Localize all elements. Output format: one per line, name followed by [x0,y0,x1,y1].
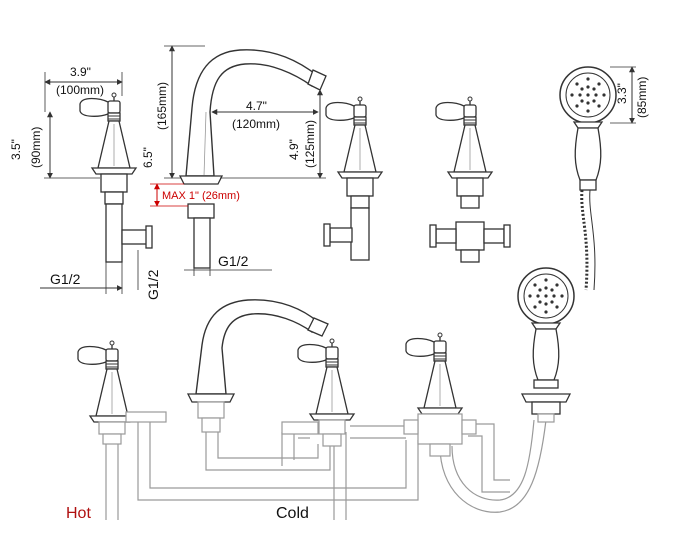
spout-reach-mm: (120mm) [232,117,280,131]
cold-valve-bottom [281,338,355,447]
outlet-height-in: 4.9" [287,139,301,160]
hot-valve-top [79,92,153,263]
spout-thread-label: G1/2 [218,253,249,269]
hot-label: Hot [66,505,91,522]
spout-reach-in: 4.7" [246,99,267,113]
vertical-thread-label: G1/2 [145,269,161,300]
cold-valve-top [323,96,383,261]
shower-nozzles-bottom [528,278,564,314]
spout-top [178,49,327,269]
outlet-height-mm: (125mm) [303,120,317,168]
hand-shower-top [559,66,617,291]
shower-head-mm: (85mm) [635,77,649,118]
shower-nozzles-top [570,77,606,113]
shower-head-in: 3.3" [615,83,629,104]
handle-height-mm: (90mm) [29,127,43,168]
deck-max-label: MAX 1" (26mm) [162,190,240,202]
connection-pipes [105,419,547,520]
handle-width-in: 3.9" [70,65,91,79]
handle-width-mm: (100mm) [56,83,104,97]
hot-valve-bottom [77,340,167,445]
diverter-valve-top [429,96,511,263]
spout-height-mm: (165mm) [155,82,169,130]
hand-shower-bottom [517,267,575,423]
diverter-valve-bottom [403,332,477,457]
spout-height-in: 6.5" [141,147,155,168]
handle-thread-label: G1/2 [50,271,81,287]
spout-bottom [186,299,329,433]
cold-label: Cold [276,505,309,522]
handle-height-in: 3.5" [9,139,23,160]
